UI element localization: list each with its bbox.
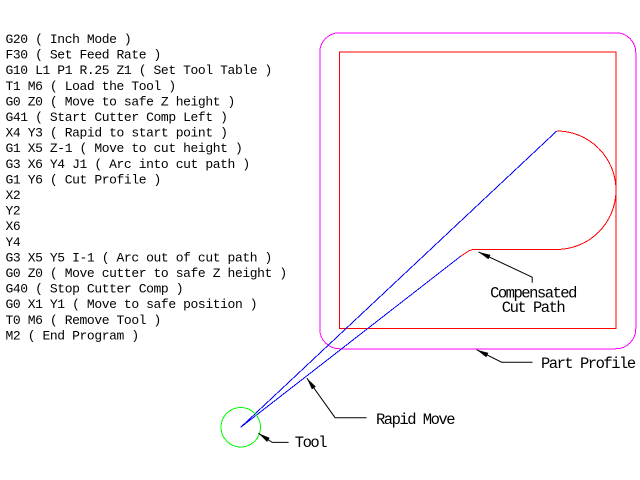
gcode-line: G10 L1 P1 R.25 Z1 ( Set Tool Table ) — [6, 63, 272, 78]
gcode-line: T0 M6 ( Remove Tool ) — [6, 313, 161, 328]
callout-labels: Compensated Cut Path Part Profile Rapid … — [295, 285, 638, 452]
gcode-line: G1 X5 Z-1 ( Move to cut height ) — [6, 141, 243, 156]
gcode-line: X2 — [6, 188, 21, 203]
rapid-move-leader-line — [306, 377, 367, 419]
gcode-listing: G20 ( Inch Mode ) F30 ( Set Feed Rate ) … — [6, 32, 288, 343]
part-profile-label: Part Profile — [541, 355, 636, 373]
gcode-line: G0 Z0 ( Move cutter to safe Z height ) — [6, 266, 287, 281]
gcode-line: T1 M6 ( Load the Tool ) — [6, 79, 176, 94]
tool-circle — [220, 407, 261, 448]
exit-arc-path — [556, 130, 617, 191]
gcode-line: G41 ( Start Cutter Comp Left ) — [6, 110, 228, 125]
tool-label: Tool — [295, 434, 327, 452]
gcode-line: X4 Y3 ( Rapid to start point ) — [6, 126, 228, 141]
gcode-line: M2 ( End Program ) — [6, 328, 139, 343]
gcode-line: G3 X6 Y4 J1 ( Arc into cut path ) — [6, 157, 250, 172]
gcode-line: Y2 — [6, 204, 21, 219]
gcode-line: G3 X5 Y5 I-1 ( Arc out of cut path ) — [6, 250, 272, 265]
gcode-line: G1 Y6 ( Cut Profile ) — [6, 172, 161, 187]
rapid-move-label: Rapid Move — [376, 411, 455, 429]
part-profile-outline — [319, 32, 637, 350]
entry-arc-path — [460, 190, 617, 257]
compensated-cut-path-label-line1: Compensated — [490, 285, 576, 303]
gcode-line: G0 X1 Y1 ( Move to safe position ) — [6, 297, 258, 312]
gcode-line: X6 — [6, 219, 21, 234]
rapid-move-entry-line — [240, 255, 461, 428]
part-profile-leader-line — [476, 349, 533, 363]
gcode-line: G40 ( Stop Cutter Comp ) — [6, 282, 184, 297]
gcode-line: G0 Z0 ( Move to safe Z height ) — [6, 94, 235, 109]
compensated-cut-path-leader-line — [478, 251, 533, 283]
gcode-line: G20 ( Inch Mode ) — [6, 32, 132, 47]
gcode-line: Y4 — [6, 235, 21, 250]
rapid-move-return-line — [240, 130, 558, 428]
compensated-cut-path-label-line2: Cut Path — [502, 299, 565, 317]
tool-leader-line — [258, 432, 289, 443]
gcode-line: F30 ( Set Feed Rate ) — [6, 48, 161, 63]
